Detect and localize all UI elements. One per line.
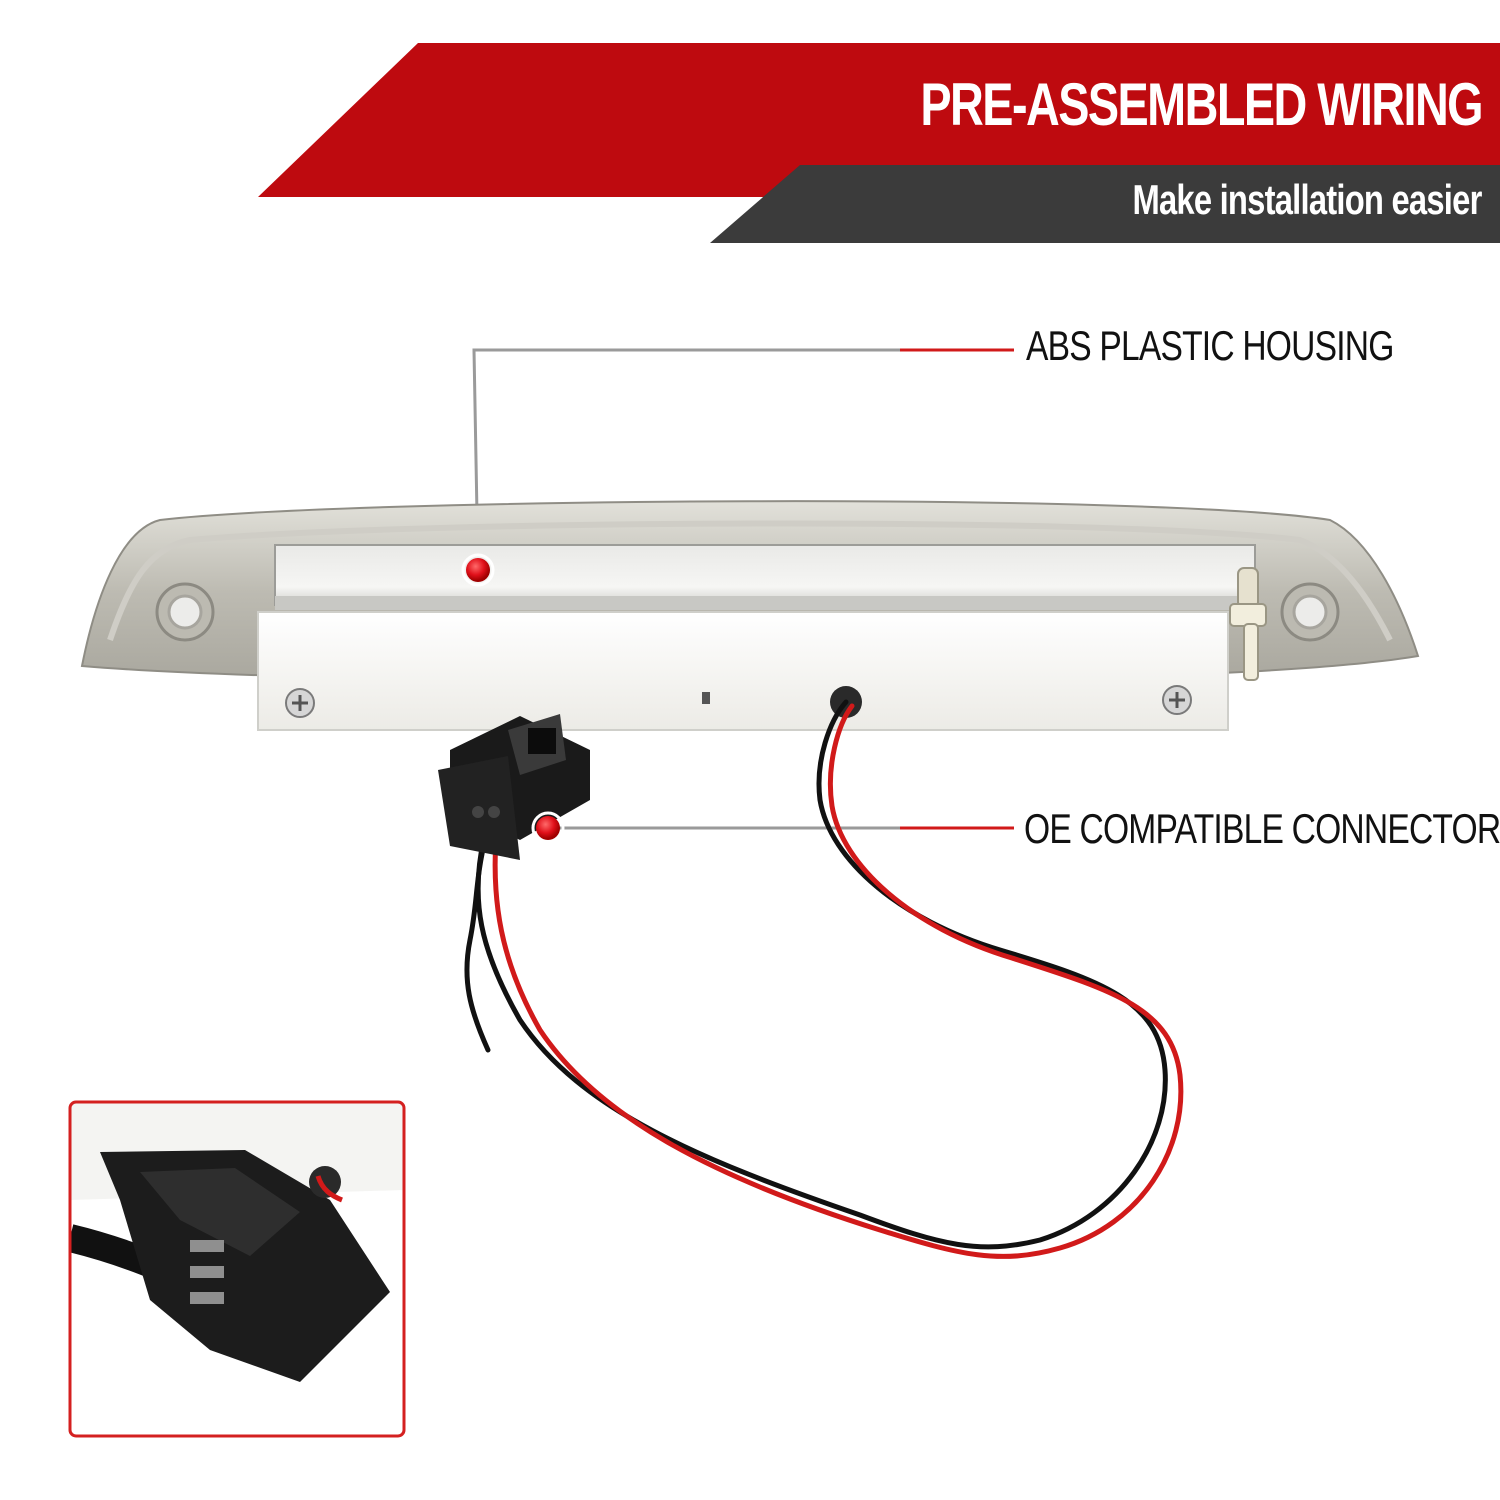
callout-line-housing [472,348,1012,571]
callout-dot-housing [466,558,490,582]
connector-closeup-inset [68,1100,406,1438]
push-pin [1229,567,1267,681]
light-bar [80,500,1420,731]
banner-red-stripe [258,43,1500,197]
banner-subtitle: Make installation easier [1132,176,1483,223]
callout-label-housing: ABS PLASTIC HOUSING [1026,322,1394,369]
banner-title: PRE-ASSEMBLED WIRING [920,71,1483,138]
banner-dark-stripe [710,165,1500,243]
oe-connector [438,714,590,860]
callout-dot-connector [536,816,560,840]
wire-harness [464,699,1184,1259]
callout-label-connector: OE COMPATIBLE CONNECTOR [1024,805,1500,852]
